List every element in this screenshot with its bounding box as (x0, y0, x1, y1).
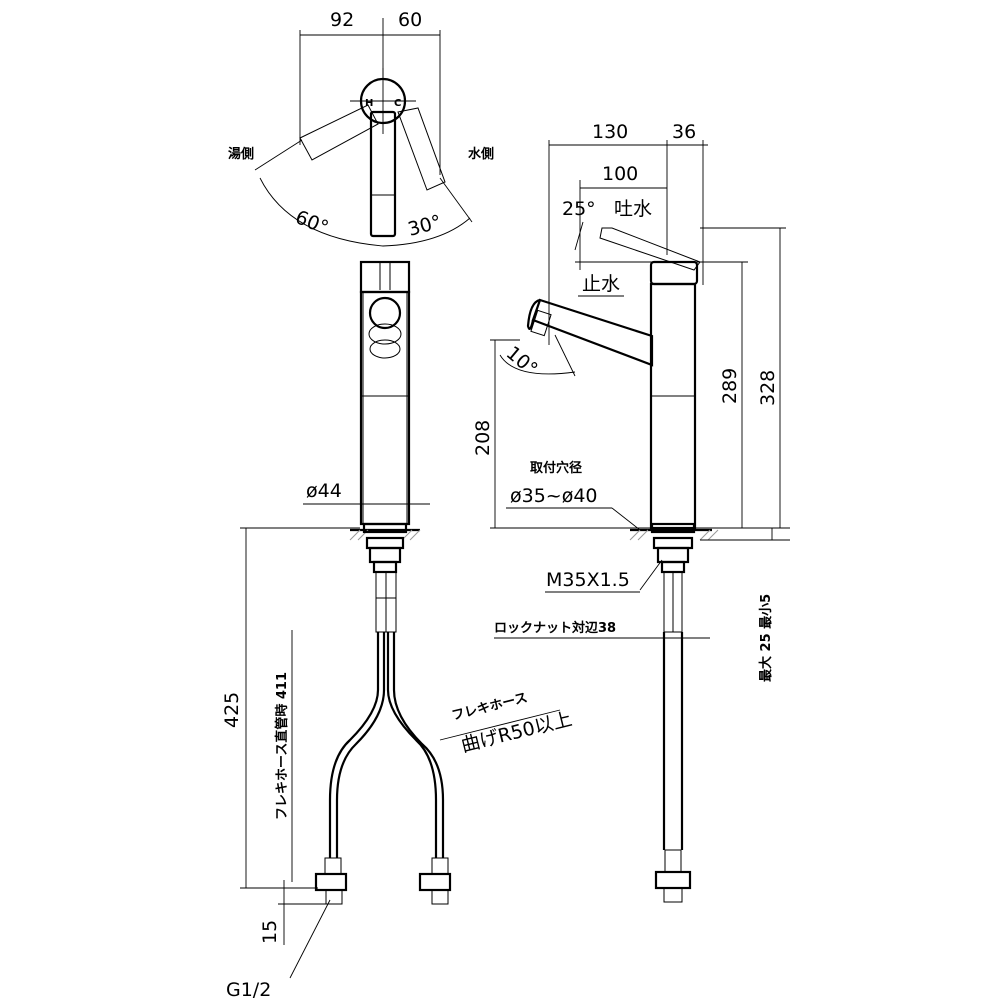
flex-hose-cold (386, 632, 438, 858)
handle-h-mark: H (365, 98, 373, 109)
dim-100-label: 100 (602, 163, 638, 185)
handle-c-mark: C (394, 98, 401, 109)
side-body (649, 282, 697, 530)
top-view: 92 60 H C 湯側 水側 60° 30° (228, 9, 494, 247)
cold-side-label: 水側 (468, 146, 494, 162)
dim-15-label: 15 (259, 920, 281, 944)
max-thickness-label: 最大 25 最小5 (758, 594, 774, 682)
dim-208-label: 208 (472, 420, 494, 456)
spout (531, 298, 654, 367)
mount-hole-title: 取付穴径 (530, 460, 582, 476)
dim-92-label: 92 (330, 9, 354, 31)
g-half-label: G1/2 (226, 979, 271, 1000)
water-out-label: 吐水 (614, 198, 652, 220)
front-cartridge (368, 296, 402, 330)
hose-length-label: フレキホース直管時 411 (274, 672, 290, 820)
thread-label: M35X1.5 (546, 569, 630, 591)
mount-hole-range: ø35~ø40 (510, 485, 598, 507)
front-handle-block (359, 260, 411, 294)
flex-hose-label: フレキホース (450, 691, 529, 724)
fitting-cold (431, 857, 449, 875)
locknut-label: ロックナット対辺38 (494, 620, 616, 636)
dim-289-label: 289 (719, 368, 741, 404)
front-body (359, 290, 411, 526)
side-view: 130 36 100 25° 吐水 止水 10° 208 (472, 121, 790, 903)
dim-60-label: 60 (398, 9, 422, 31)
dim-425-label: 425 (221, 692, 243, 728)
water-stop-label: 止水 (582, 273, 620, 295)
handle-hot-position (299, 104, 379, 161)
hot-side-label: 湯側 (228, 146, 254, 162)
handle-open-position (599, 227, 701, 271)
dia-44-label: ø44 (306, 480, 342, 502)
dim-130-label: 130 (592, 121, 628, 143)
dim-328-label: 328 (757, 370, 779, 406)
handle-cold-position (397, 107, 446, 191)
angle-10-label: 10° (502, 342, 542, 381)
side-handle (649, 260, 699, 286)
angle-25-label: 25° (562, 198, 596, 220)
dim-36-label: 36 (672, 121, 696, 143)
handle-lever (369, 110, 397, 238)
flex-hose-hot (328, 632, 380, 858)
fitting-hot (324, 857, 342, 875)
